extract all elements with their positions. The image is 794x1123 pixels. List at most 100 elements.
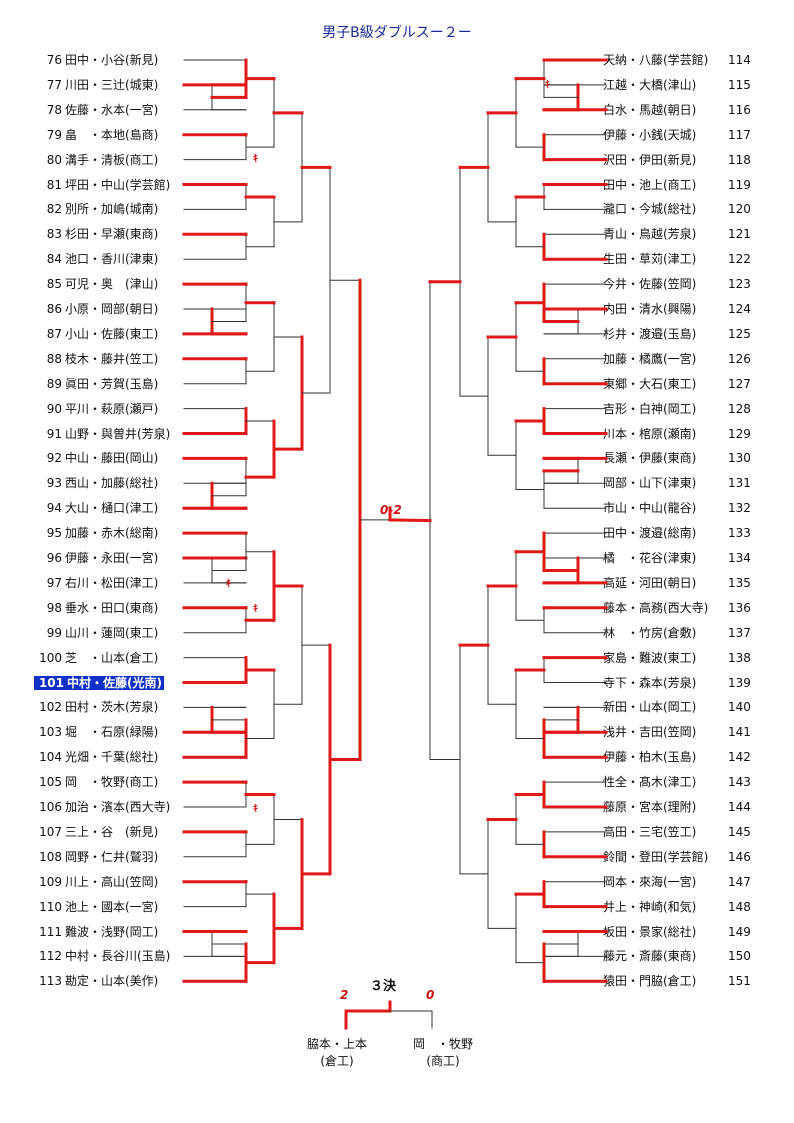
entry-number: 86 <box>46 302 62 316</box>
entry-number: 102 <box>39 700 62 715</box>
bracket-entry: 岡本・來海(一宮)147 <box>603 875 763 889</box>
entry-number: 136 <box>728 600 751 615</box>
bracket-entry: 内田・清水(興陽)124 <box>603 302 763 316</box>
entry-number: 126 <box>728 351 751 366</box>
entry-name: 高延・河田(朝日) <box>603 575 697 590</box>
entry-name: 勘定・山本(美作) <box>65 974 159 989</box>
entry-number: 79 <box>46 127 62 142</box>
entry-number: 100 <box>39 650 62 665</box>
entry-number: 122 <box>728 252 751 267</box>
bracket-entry: 寺下・森本(芳泉)139 <box>603 676 763 690</box>
bracket-entry: 伊藤・柏木(玉島)142 <box>603 750 763 764</box>
bracket-entry: 岡部・山下(津東)131 <box>603 476 763 490</box>
entry-number: 145 <box>728 824 751 839</box>
entry-name: 芝 ・山本(倉工) <box>65 650 159 665</box>
entry-name: 白水・馬越(朝日) <box>603 102 697 117</box>
entry-name: 藤原・宮本(理附) <box>603 800 697 814</box>
entry-number: 125 <box>728 326 751 341</box>
entry-name: 加藤・赤木(総南) <box>65 526 159 541</box>
bracket-entry: 家島・難波(東工)138 <box>603 651 763 665</box>
entry-name: 中村・長谷川(玉島) <box>65 949 171 964</box>
entry-number: 109 <box>39 874 62 889</box>
entry-number: 83 <box>46 227 62 242</box>
entry-number: 77 <box>46 77 62 92</box>
entry-name: 岡本・來海(一宮) <box>603 874 697 889</box>
entry-name: 猿田・門脇(倉工) <box>603 974 697 989</box>
entry-number: 99 <box>46 625 62 640</box>
entry-name: 別所・加嶋(城南) <box>65 202 159 217</box>
entry-name: 枝木・藤井(笠工) <box>65 351 159 366</box>
entry-name: 平川・萩原(瀬戸) <box>65 401 159 416</box>
entry-number: 124 <box>728 302 751 316</box>
bracket-entry: 川本・棺原(瀬南)129 <box>603 427 763 441</box>
entry-number: 103 <box>39 725 62 740</box>
entry-number: 88 <box>46 351 62 366</box>
entry-number: 142 <box>728 750 751 765</box>
third-place-right-names: 岡 ・牧野 <box>412 1037 473 1051</box>
entry-name: 田中・小谷(新見) <box>65 53 159 67</box>
bracket-entry: 伊藤・小銭(天城) 117 <box>603 128 763 142</box>
entry-number: 114 <box>728 53 751 67</box>
entry-name: 伊藤・小銭(天城) <box>603 127 697 142</box>
forfeit-mark: ｷ <box>253 604 258 615</box>
entry-name: 沢田・伊田(新見) <box>603 152 697 167</box>
entry-number: 138 <box>728 650 751 665</box>
entry-name: 小山・佐藤(東工) <box>65 326 159 341</box>
entry-number: 132 <box>728 501 751 516</box>
bracket-line-winner <box>388 518 432 523</box>
entry-number: 107 <box>39 824 62 839</box>
entry-number: 121 <box>728 227 751 242</box>
entry-number: 110 <box>39 899 62 914</box>
bracket-entry: 吉形・白神(岡工)128 <box>603 402 763 416</box>
bracket-entry: 鈴間・登田(学芸館)146 <box>603 850 763 864</box>
entry-name: 高田・三宅(笠工) <box>603 824 697 839</box>
entry-name: 杉田・早瀬(東商) <box>65 227 159 242</box>
third-place-left-names: 脇本・上本 <box>306 1037 367 1051</box>
entry-name: 林 ・竹房(倉敷) <box>603 625 697 640</box>
entry-number: 98 <box>46 600 62 615</box>
entry-name: 加治・濱本(西大寺) <box>65 800 171 814</box>
entry-number: 96 <box>46 551 62 565</box>
entry-name: 中山・藤田(岡山) <box>65 451 159 466</box>
bracket-entry: 坂田・景家(総社)149 <box>603 925 763 939</box>
bracket-entry: 藤本・高務(西大寺)136 <box>603 601 763 615</box>
entry-name: 坂田・景家(総社) <box>603 924 697 939</box>
entry-name: 岡野・仁井(鷲羽) <box>65 849 159 864</box>
bracket-entry: 林 ・竹房(倉敷)137 <box>603 626 763 640</box>
entry-name: 山野・與曽井(芳泉) <box>65 426 171 441</box>
entry-number: 81 <box>46 177 62 192</box>
entry-number: 101 <box>38 675 64 690</box>
entry-number: 80 <box>46 152 62 167</box>
third-place-title: ３決 <box>370 979 397 994</box>
entry-name: 今井・佐藤(笠岡) <box>603 277 697 292</box>
bracket-entry: 杉井・渡邉(玉島)125 <box>603 327 763 341</box>
entry-number: 127 <box>728 376 751 391</box>
bracket-entry: 新田・山本(岡工)140 <box>603 700 763 714</box>
entry-number: 78 <box>46 102 62 117</box>
entry-number: 117 <box>728 127 751 142</box>
bracket-entry: 田中・渡邉(総南)133 <box>603 526 763 540</box>
entry-name: 溝手・清板(商工) <box>65 152 159 167</box>
entry-name: 岡 ・牧野(商工) <box>65 775 159 790</box>
bracket-entry: 猿田・門脇(倉工)151 <box>603 974 763 988</box>
entry-number: 97 <box>46 575 62 590</box>
forfeit-mark: ｷ <box>253 154 258 165</box>
entry-name: 生田・草苅(津工) <box>603 252 697 267</box>
entry-number: 144 <box>728 800 751 814</box>
entry-name: 伊藤・永田(一宮) <box>65 551 159 565</box>
